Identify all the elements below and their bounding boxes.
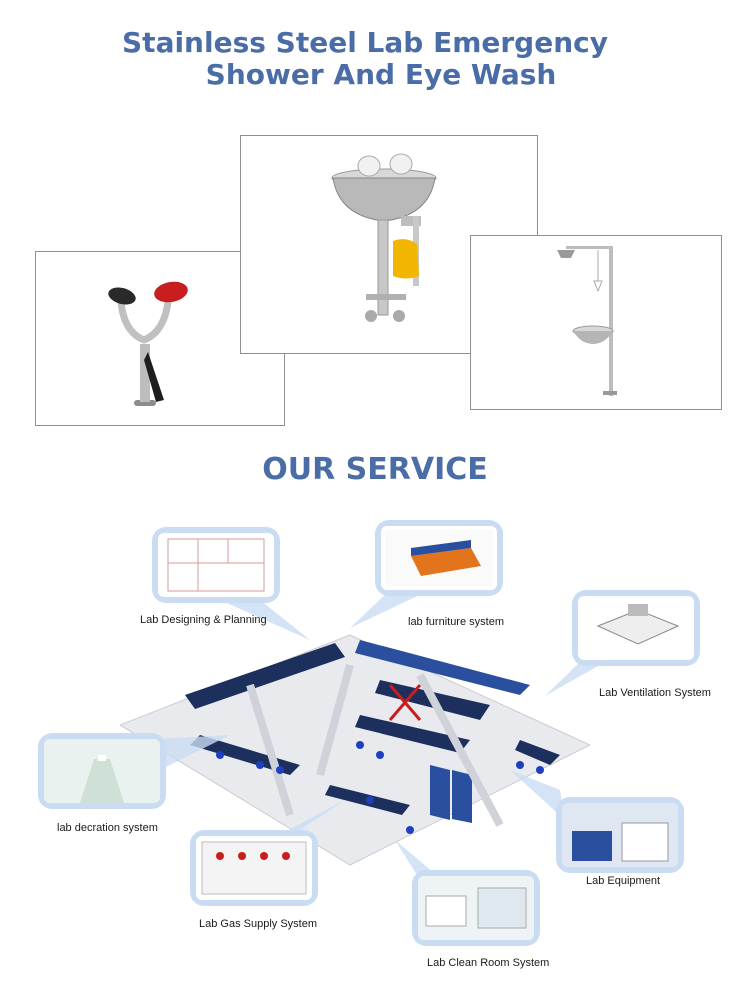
label-lab-decoration: lab decration system — [57, 822, 158, 834]
callout-lab-furniture — [375, 520, 503, 596]
callout-lab-gas-supply — [190, 830, 318, 906]
bowl-eye-wash-image — [331, 153, 437, 322]
product-card-combination-shower — [470, 235, 722, 410]
service-title: OUR SERVICE — [262, 452, 488, 487]
callout-lab-designing — [152, 527, 280, 603]
label-lab-equipment: Lab Equipment — [586, 875, 660, 887]
callout-lab-decoration — [38, 733, 166, 809]
label-lab-gas-supply: Lab Gas Supply System — [199, 918, 318, 930]
combination-shower-image — [557, 246, 617, 396]
label-lab-ventilation: Lab Ventilation System — [599, 687, 711, 699]
label-lab-clean-room: Lab Clean Room System — [427, 957, 550, 969]
callout-lab-ventilation — [572, 590, 700, 666]
page-title-line1: Stainless Steel Lab Emergency — [122, 26, 608, 59]
label-lab-designing: Lab Designing & Planning — [140, 614, 267, 626]
callout-lab-clean-room — [412, 870, 540, 946]
label-lab-furniture: lab furniture system — [408, 616, 504, 628]
desk-eye-wash-image — [108, 281, 188, 406]
callout-lab-equipment — [556, 797, 684, 873]
lab-floor-plan-illustration — [120, 634, 590, 866]
page-title-line2: Shower And Eye Wash — [205, 58, 557, 91]
